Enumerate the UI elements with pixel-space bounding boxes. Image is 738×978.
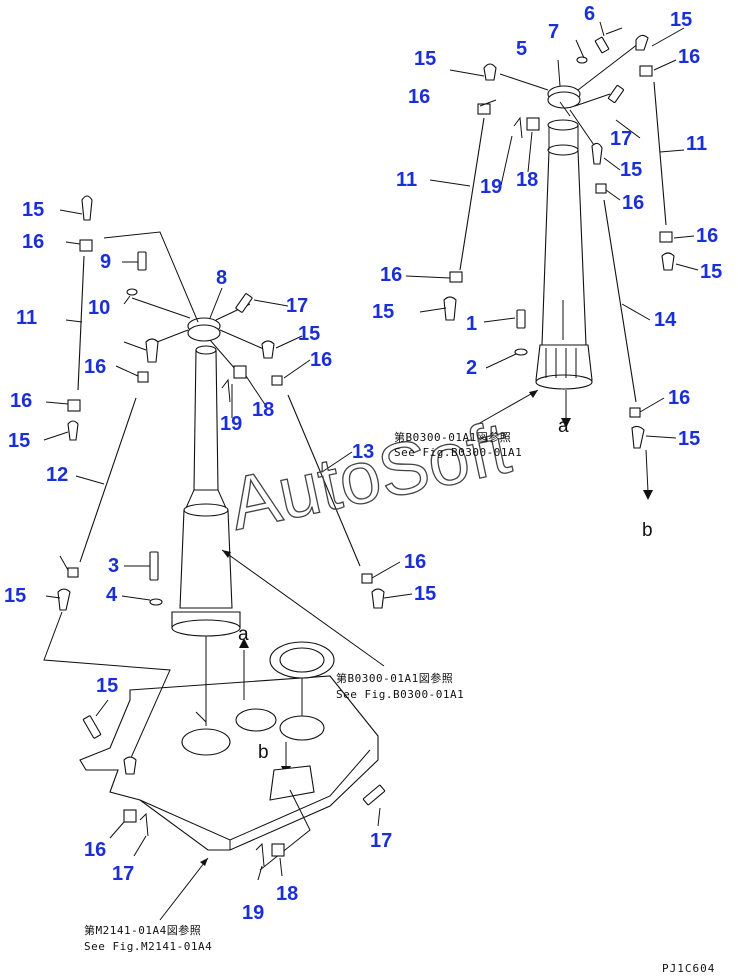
- callout: 16: [10, 390, 32, 412]
- callout: 16: [696, 225, 718, 247]
- callout: 15: [620, 159, 642, 181]
- callout: 16: [84, 356, 106, 378]
- callout: 15: [414, 583, 436, 605]
- callout: 15: [22, 199, 44, 221]
- callout: 11: [16, 307, 37, 329]
- callout: 11: [396, 169, 417, 191]
- callout-15: 15: [96, 675, 118, 697]
- callout: 16: [22, 231, 44, 253]
- callout: 16: [678, 46, 700, 68]
- marker-a-left: a: [238, 624, 249, 645]
- callout: 17: [370, 830, 392, 852]
- callout: 4: [106, 584, 118, 606]
- callout-numbers: 15 6 7 15 16 5 16 17 11 15 16 11 18 19 1…: [4, 3, 722, 924]
- callout: 19: [242, 902, 264, 924]
- callout: 6: [584, 3, 595, 25]
- reference-2-en: See Fig.B0300-01A1: [336, 688, 464, 701]
- reference-1-en: See Fig.B0300-01A1: [394, 446, 522, 459]
- callout: 16: [404, 551, 426, 573]
- reference-1-jp: 第B0300-01A1図参照: [394, 430, 511, 444]
- callout: 17: [112, 863, 134, 885]
- callout: 16: [380, 264, 402, 286]
- callout: 19: [480, 176, 502, 198]
- callout: 5: [516, 38, 527, 60]
- callout: 16: [84, 839, 106, 861]
- callout: 12: [46, 464, 68, 486]
- marker-a-right: a: [558, 416, 569, 437]
- callout: 15: [298, 323, 320, 345]
- callout: 18: [516, 169, 538, 191]
- callout: 16: [622, 192, 644, 214]
- watermark: AutoSoft: [222, 405, 517, 545]
- callout: 14: [654, 309, 677, 331]
- callout-2: 2: [466, 357, 477, 379]
- callout-15: 15: [678, 428, 700, 450]
- reference-3-jp: 第M2141-01A4図参照: [84, 923, 201, 937]
- callout: 19: [220, 413, 242, 435]
- callout-16: 16: [668, 387, 690, 409]
- callout: 7: [548, 21, 559, 43]
- callout: 9: [100, 251, 111, 273]
- marker-b-left: b: [258, 742, 269, 763]
- callout: 17: [286, 295, 308, 317]
- callout: 13: [352, 441, 374, 463]
- callout: 15: [700, 261, 722, 283]
- callout: 16: [408, 86, 430, 108]
- figure-code: PJ1C604: [662, 962, 715, 975]
- callout: 18: [276, 883, 298, 905]
- right-column-assembly: [405, 21, 699, 500]
- callout: 16: [310, 349, 332, 371]
- callout: 15: [8, 430, 30, 452]
- lower-frame-assembly: [43, 611, 386, 921]
- left-column-assembly: [43, 195, 413, 667]
- callout-1: 1: [466, 313, 477, 335]
- callout: 3: [108, 555, 119, 577]
- right-lower-labels: 1 2 16 15 15: [96, 313, 700, 697]
- reference-2-jp: 第B0300-01A1図参照: [336, 671, 453, 685]
- callout: 17: [610, 128, 632, 150]
- callout: 18: [252, 399, 274, 421]
- callout: 15: [4, 585, 26, 607]
- marker-b-right: b: [642, 520, 653, 541]
- callout: 15: [372, 301, 394, 323]
- callout: 15: [414, 48, 436, 70]
- reference-3-en: See Fig.M2141-01A4: [84, 940, 212, 953]
- callout: 11: [686, 133, 707, 155]
- callout: 15: [670, 9, 692, 31]
- callout: 10: [88, 297, 110, 319]
- callout: 8: [216, 267, 227, 289]
